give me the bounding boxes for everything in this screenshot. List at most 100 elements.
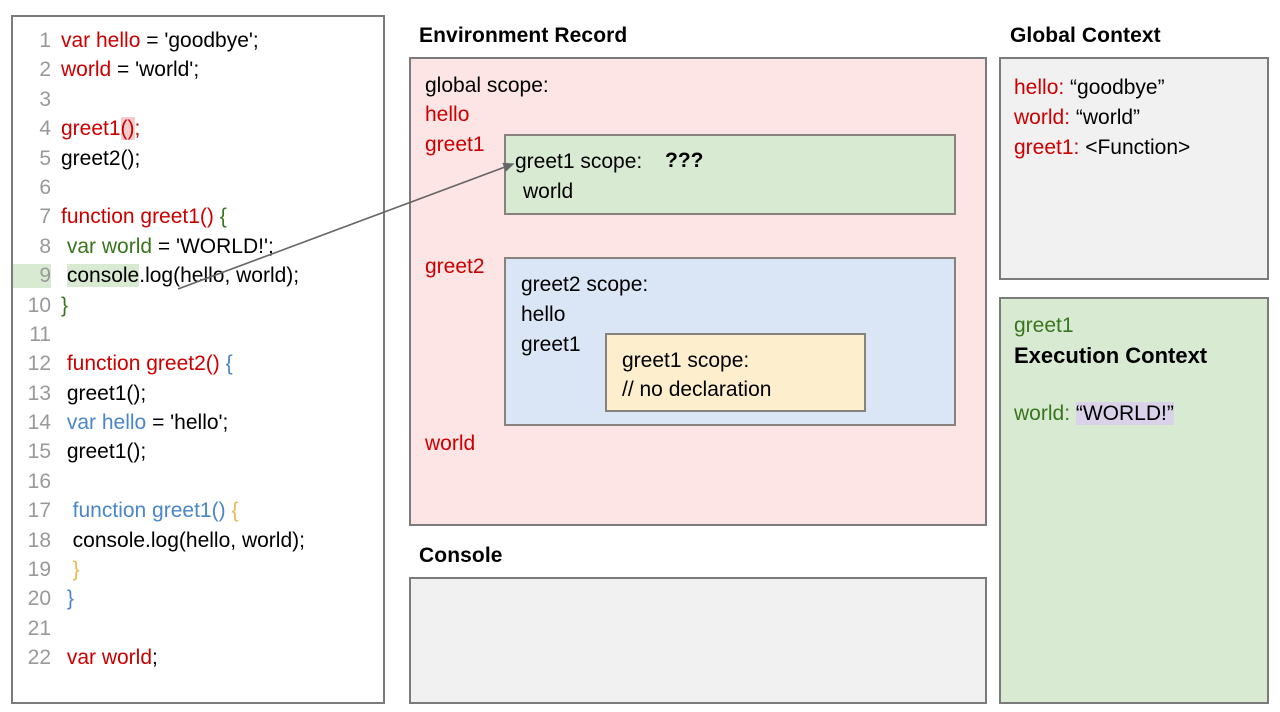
- greet2-scope-box: greet2 scope: hello greet1 greet1 scope:…: [504, 257, 956, 426]
- context-entry-value: “WORLD!”: [1075, 402, 1174, 425]
- code-line-text: world = 'world';: [51, 58, 199, 82]
- code-token: var world: [61, 646, 153, 670]
- code-line-text: greet1();: [51, 382, 146, 406]
- context-entry: world: “WORLD!”: [1014, 399, 1207, 429]
- code-line: 9 console.log(hello, world);: [13, 264, 383, 293]
- global-var-greet2: greet2: [425, 255, 485, 278]
- code-line: 11: [13, 323, 383, 352]
- context-entry-key: hello: [1014, 76, 1059, 99]
- code-token: }: [61, 587, 74, 611]
- code-line: 19 }: [13, 558, 383, 587]
- context-entry-value: <Function>: [1085, 136, 1191, 159]
- code-token: console.log(hello, world);: [61, 528, 305, 552]
- line-number: 4: [39, 117, 51, 141]
- code-token: = 'goodbye';: [140, 29, 259, 52]
- code-line: 16: [13, 470, 383, 499]
- line-number: 16: [27, 469, 51, 493]
- code-line-text: var hello = 'goodbye';: [51, 29, 259, 53]
- code-token: = 'hello';: [146, 411, 229, 435]
- code-line-text: function greet1() {: [51, 499, 239, 523]
- code-line-text: console.log(hello, world);: [51, 264, 299, 288]
- code-token: (): [120, 117, 135, 141]
- code-line-text: function greet1() {: [51, 205, 227, 229]
- line-number: 10: [27, 293, 51, 317]
- line-number: 18: [27, 528, 51, 552]
- code-token: greet2();: [61, 146, 141, 170]
- line-number: 17: [27, 499, 51, 523]
- code-line-text: }: [51, 294, 68, 318]
- code-token: console: [66, 264, 140, 288]
- line-number: 12: [27, 352, 51, 376]
- execution-context-scope-name: greet1: [1014, 314, 1074, 337]
- code-line-text: }: [51, 558, 80, 582]
- line-number: 3: [39, 87, 51, 111]
- global-context-title: Global Context: [1010, 24, 1161, 47]
- execution-context-title: Execution Context: [1014, 343, 1208, 368]
- code-token: greet1();: [61, 381, 147, 405]
- greet2-scope-var-greet1: greet1: [521, 333, 581, 356]
- console-title: Console: [419, 544, 503, 567]
- line-number: 8: [39, 234, 51, 258]
- line-number: 1: [39, 29, 51, 52]
- line-number: 5: [39, 146, 51, 170]
- line-number: 2: [39, 58, 51, 82]
- global-scope-label: global scope:: [425, 74, 549, 97]
- greet2-scope-label: greet2 scope:: [521, 273, 649, 296]
- code-line: 6: [13, 176, 383, 205]
- code-token: world: [61, 58, 112, 82]
- code-line-text: var hello = 'hello';: [51, 411, 229, 435]
- code-line: 17 function greet1() {: [13, 499, 383, 528]
- code-token: [61, 264, 67, 287]
- code-token: function greet1(): [61, 499, 226, 523]
- code-token: var hello: [61, 29, 141, 52]
- code-line: 10}: [13, 294, 383, 323]
- code-line-text: function greet2() {: [51, 352, 233, 376]
- code-token: {: [219, 205, 227, 229]
- code-line-text: }: [51, 587, 74, 611]
- greet1-scope-label: greet1 scope:: [515, 150, 643, 173]
- code-line: 13 greet1();: [13, 382, 383, 411]
- code-line-text: var world;: [51, 646, 158, 670]
- code-token: {: [231, 499, 239, 523]
- context-entry-separator: :: [1073, 136, 1086, 159]
- line-number: 15: [27, 440, 51, 464]
- code-line: 21: [13, 617, 383, 646]
- global-var-greet1: greet1: [425, 133, 485, 156]
- line-number: 9: [13, 264, 51, 289]
- line-number: 6: [39, 175, 51, 199]
- context-entry: hello: “goodbye”: [1014, 73, 1190, 103]
- greet1-inner-scope-box: greet1 scope: // no declaration: [605, 333, 866, 412]
- code-line: 8 var world = 'WORLD!';: [13, 235, 383, 264]
- code-line: 12 function greet2() {: [13, 352, 383, 381]
- greet1-scope-box: greet1 scope: ??? world: [504, 134, 956, 215]
- console-output-panel[interactable]: [409, 577, 987, 704]
- code-token: }: [61, 293, 69, 317]
- greet1-scope-var-world: world: [523, 180, 574, 203]
- context-entry-separator: :: [1058, 76, 1071, 99]
- greet1-inner-scope-comment: // no declaration: [622, 378, 772, 401]
- code-token: greet1();: [61, 440, 147, 464]
- code-line: 18 console.log(hello, world);: [13, 529, 383, 558]
- code-token: }: [61, 558, 80, 582]
- context-entry: world: “world”: [1014, 103, 1190, 133]
- context-entry-value: “goodbye”: [1070, 76, 1165, 99]
- code-token: function greet2(): [61, 352, 220, 376]
- line-number: 20: [27, 587, 51, 611]
- line-number: 11: [29, 322, 51, 346]
- line-number: 13: [27, 381, 51, 405]
- context-entry-key: world: [1014, 402, 1065, 425]
- environment-record-title: Environment Record: [419, 24, 628, 47]
- greet1-inner-scope-label: greet1 scope:: [622, 349, 750, 372]
- code-token: var hello: [66, 411, 147, 435]
- code-line-text: var world = 'WORLD!';: [51, 235, 274, 259]
- greet2-scope-var-hello: hello: [521, 303, 566, 326]
- code-token: ;: [134, 117, 141, 141]
- code-line: 5 greet2();: [13, 147, 383, 176]
- execution-context-panel: greet1 Execution Context world: “WORLD!”: [999, 297, 1269, 704]
- code-line-text: greet2();: [51, 147, 140, 171]
- context-entry-key: greet1: [1014, 136, 1074, 159]
- global-context-panel: hello: “goodbye”world: “world”greet1: <F…: [999, 57, 1269, 280]
